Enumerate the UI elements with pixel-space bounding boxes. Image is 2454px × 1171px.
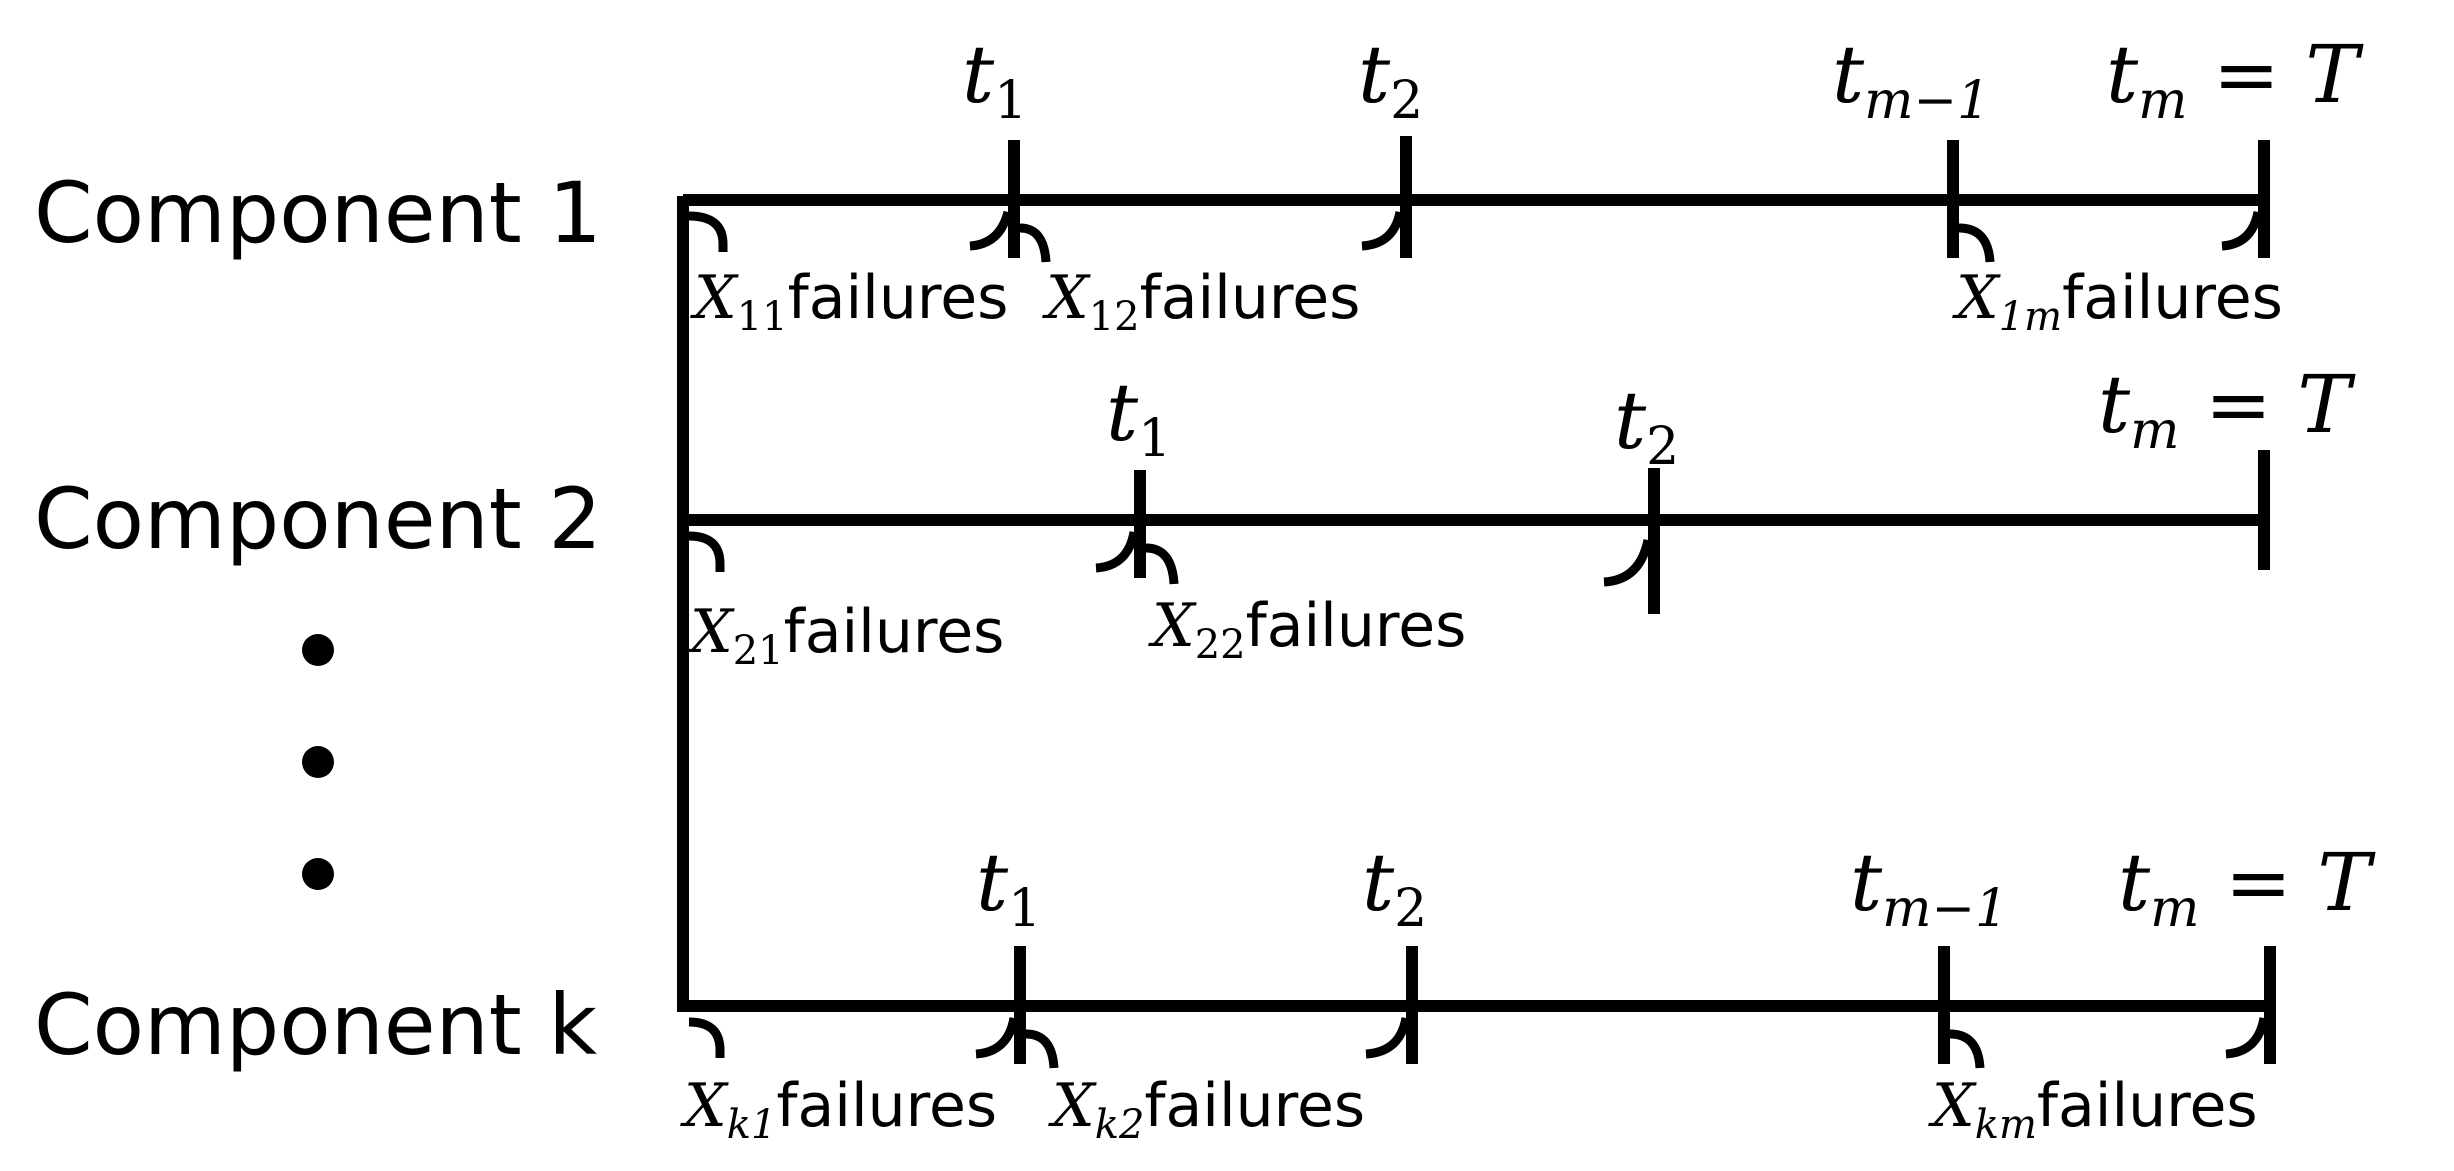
component-row-k: Component k t1 t2 tm−1 tm = T Xk1failure…	[34, 836, 2376, 1148]
failure-label: X21failures	[686, 597, 1004, 674]
brace-hook	[688, 211, 728, 252]
failure-label: Xk2failures	[1048, 1071, 1365, 1148]
brace-hook	[1145, 543, 1179, 585]
brace-hook	[2221, 210, 2263, 251]
ellipsis-dot	[302, 746, 334, 778]
brace-hook	[975, 1017, 1019, 1059]
failure-label: Xkmfailures	[1928, 1071, 2258, 1148]
time-label: t1	[962, 28, 1027, 131]
brace-hook	[1365, 1017, 1411, 1059]
ellipsis-dots	[302, 634, 334, 890]
brace-hook	[1095, 531, 1139, 573]
brace-hook	[1949, 1029, 1985, 1069]
brace-hook	[1019, 223, 1051, 263]
time-label: t2	[1358, 28, 1423, 131]
component-label: Component 1	[34, 164, 602, 262]
brace-hook	[2225, 1017, 2269, 1059]
brace-hook	[688, 1017, 725, 1058]
ellipsis-dot	[302, 634, 334, 666]
time-label: t2	[1614, 374, 1679, 477]
brace-hook	[1025, 1029, 1059, 1069]
time-label-end: tm = T	[2098, 358, 2356, 461]
time-label-end: tm = T	[2106, 28, 2364, 131]
brace-hook	[1958, 223, 1995, 263]
brace-hook	[688, 531, 725, 572]
time-label: t1	[1106, 366, 1171, 469]
time-label-end: tm = T	[2118, 836, 2376, 939]
brace-hook	[1361, 210, 1405, 251]
brace-hook	[969, 210, 1013, 251]
ellipsis-dot	[302, 858, 334, 890]
failure-label: X1mfailures	[1952, 263, 2283, 340]
component-label: Component k	[34, 976, 597, 1074]
time-label: tm−1	[1832, 28, 1990, 131]
brace-hook	[1603, 538, 1653, 587]
failure-label: Xk1failures	[680, 1071, 997, 1148]
component-label: Component 2	[34, 470, 602, 568]
failure-label: X22failures	[1148, 591, 1466, 668]
time-label: tm−1	[1850, 836, 2008, 939]
failure-label: X11failures	[690, 263, 1008, 340]
time-label: t1	[976, 836, 1041, 939]
time-label: t2	[1362, 836, 1427, 939]
failure-label: X12failures	[1042, 263, 1360, 340]
component-row-1: Component 1 t1 t2 tm−1 tm = T X11failure…	[34, 28, 2364, 340]
component-row-2: Component 2 t1 t2 tm = T X21failures X22…	[34, 358, 2356, 674]
